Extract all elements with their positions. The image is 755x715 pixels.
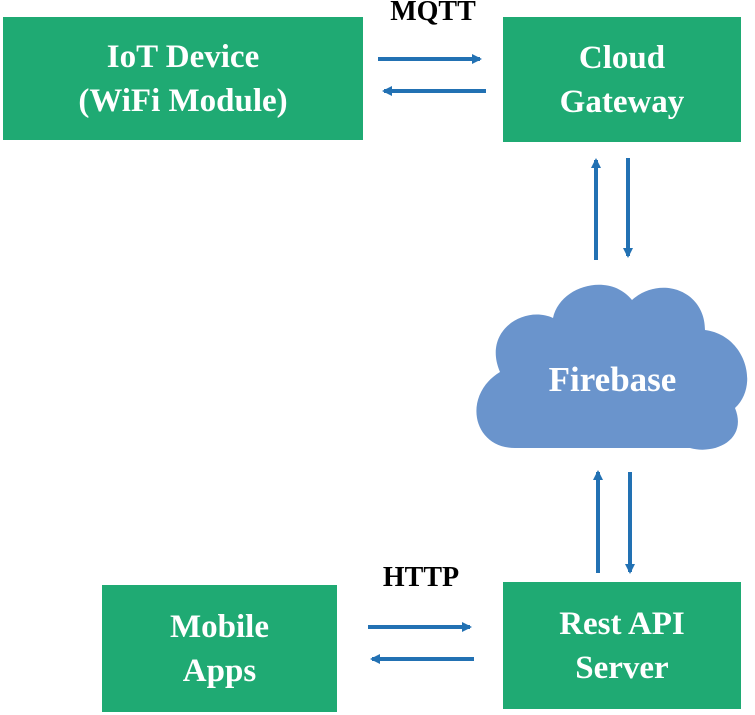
firebase-label: Firebase	[548, 360, 677, 399]
rest-api-server-line1: Rest API	[559, 605, 685, 642]
rest-api-server-line2: Server	[575, 649, 669, 686]
cloud-gateway-line1: Cloud	[578, 39, 666, 76]
rest-api-server-box: Rest API Server	[503, 582, 741, 709]
cloud-icon	[476, 284, 748, 450]
mqtt-label: MQTT	[390, 0, 476, 27]
mobile-apps-line1: Mobile	[170, 608, 269, 645]
cloud-gateway-box: Cloud Gateway	[503, 17, 741, 142]
mobile-apps-line2: Apps	[182, 652, 257, 689]
http-label: HTTP	[382, 562, 460, 593]
mobile-apps-box: Mobile Apps	[102, 585, 337, 712]
iot-device-title: IoT Device	[106, 38, 260, 75]
iot-device-box: IoT Device (WiFi Module)	[3, 17, 363, 140]
cloud-gateway-line2: Gateway	[559, 83, 685, 120]
iot-device-subtitle: (WiFi Module)	[78, 82, 288, 119]
